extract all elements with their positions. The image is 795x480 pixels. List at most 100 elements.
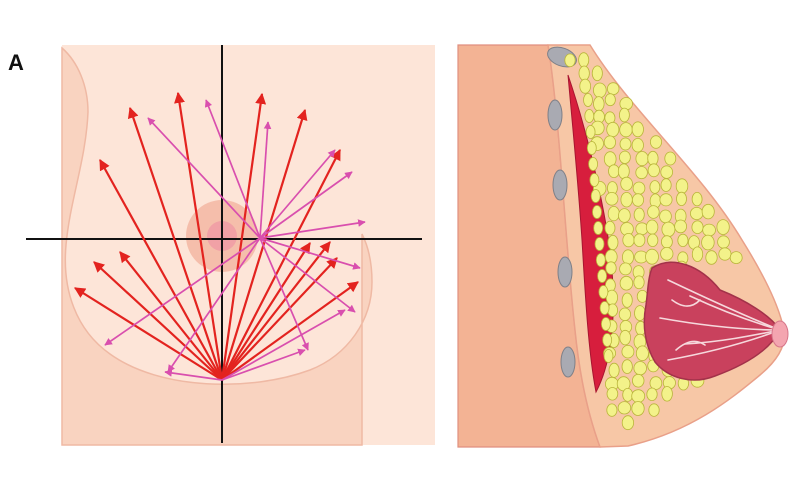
- red-arrow: [221, 241, 331, 381]
- fat-lobule: [622, 387, 634, 402]
- fat-lobule: [604, 220, 616, 236]
- fat-lobule: [589, 173, 600, 187]
- fat-lobule: [660, 178, 672, 192]
- fat-lobule: [631, 401, 645, 416]
- fat-lobule: [649, 376, 663, 390]
- fat-lobule: [702, 223, 716, 237]
- fat-lobule: [607, 206, 620, 222]
- fat-lobule: [617, 163, 630, 180]
- pink-arrow: [204, 99, 261, 239]
- rib: [560, 346, 576, 378]
- fat-lobule: [632, 193, 645, 207]
- pink-arrow: [259, 171, 353, 239]
- fat-lobule: [677, 233, 689, 247]
- red-arrow: [221, 149, 341, 381]
- fat-lobule: [650, 135, 663, 149]
- pink-arrow: [259, 121, 272, 239]
- red-arrow: [74, 287, 223, 381]
- milk-duct-group: [659, 279, 781, 361]
- fat-lobule: [608, 164, 620, 179]
- fat-lobule: [690, 206, 704, 220]
- fat-lobule: [603, 151, 617, 167]
- fat-lobule: [649, 180, 661, 194]
- rib: [557, 256, 573, 288]
- fat-lobule: [621, 345, 635, 359]
- red-arrow: [119, 251, 223, 381]
- fat-lobule: [621, 415, 635, 431]
- fat-lobule: [647, 233, 659, 248]
- fat-lobule: [578, 65, 590, 81]
- milk-duct: [671, 299, 701, 307]
- fat-lobule: [717, 235, 730, 249]
- fat-lobule: [691, 246, 704, 262]
- pink-arrow: [259, 219, 366, 239]
- fat-lobule: [622, 233, 635, 248]
- fat-lobule: [648, 403, 660, 417]
- red-arrow: [99, 159, 223, 381]
- fat-lobule: [661, 235, 673, 249]
- fat-lobule: [664, 151, 677, 166]
- fat-lobule: [729, 251, 743, 265]
- fat-lobule: [606, 387, 619, 401]
- pink-arrow: [104, 237, 261, 346]
- fat-lobule: [594, 237, 605, 251]
- fat-lobule: [647, 163, 660, 178]
- fat-lobule: [661, 221, 676, 238]
- fat-lobule: [578, 52, 590, 68]
- fat-lobule: [619, 122, 633, 138]
- fat-lobule: [606, 121, 620, 138]
- mammary-gland: [643, 261, 781, 381]
- milk-duct: [675, 340, 706, 351]
- fat-lobule: [599, 301, 610, 315]
- fat-lobule: [590, 189, 601, 203]
- fat-lobule: [676, 191, 687, 206]
- panel-a-label: A: [8, 50, 24, 75]
- fat-lobule: [659, 193, 673, 207]
- fat-lobule: [645, 248, 659, 265]
- fat-lobule: [601, 317, 611, 331]
- fat-lobule: [618, 208, 631, 223]
- breast-silhouette-front: [61, 46, 373, 446]
- fat-lobule: [619, 275, 634, 291]
- pink-arrow: [221, 348, 306, 381]
- rib: [552, 169, 568, 201]
- fat-lobule: [592, 205, 602, 219]
- pink-arrow: [259, 237, 361, 270]
- fat-lobule: [660, 247, 674, 261]
- fat-lobule: [617, 401, 632, 415]
- fat-lobule: [619, 150, 631, 164]
- pink-arrow: [259, 237, 356, 313]
- fat-lobule: [602, 333, 613, 347]
- pink-arrow: [164, 369, 223, 381]
- fat-lobule: [603, 135, 617, 150]
- fat-lobule-group: [564, 52, 743, 431]
- red-arrow: [93, 261, 223, 381]
- fat-lobule: [635, 166, 648, 180]
- fat-lobule: [618, 307, 632, 322]
- panel-b: B: [457, 44, 789, 448]
- fat-lobule: [620, 176, 633, 191]
- fat-lobule: [645, 219, 659, 235]
- fat-lobule: [605, 192, 619, 206]
- fat-lobule: [607, 234, 619, 251]
- fat-lobule: [621, 292, 633, 308]
- red-arrow: [221, 257, 338, 381]
- fat-lobule: [584, 109, 595, 123]
- fat-lobule: [633, 361, 647, 376]
- fat-lobule: [631, 137, 644, 153]
- fat-lobule: [647, 150, 659, 166]
- fat-lobule: [701, 203, 715, 220]
- fat-lobule: [588, 157, 598, 171]
- fat-lobule: [579, 78, 591, 94]
- pink-arrow: [259, 237, 309, 351]
- fat-lobule: [622, 249, 635, 265]
- fat-lobule: [633, 275, 645, 290]
- fat-lobule: [718, 247, 732, 261]
- fat-lobule: [621, 359, 633, 374]
- fat-lobule: [564, 53, 576, 68]
- fat-lobule: [619, 107, 630, 123]
- fat-lobule: [701, 234, 715, 251]
- fat-lobule: [585, 125, 596, 139]
- fat-lobule: [716, 219, 730, 236]
